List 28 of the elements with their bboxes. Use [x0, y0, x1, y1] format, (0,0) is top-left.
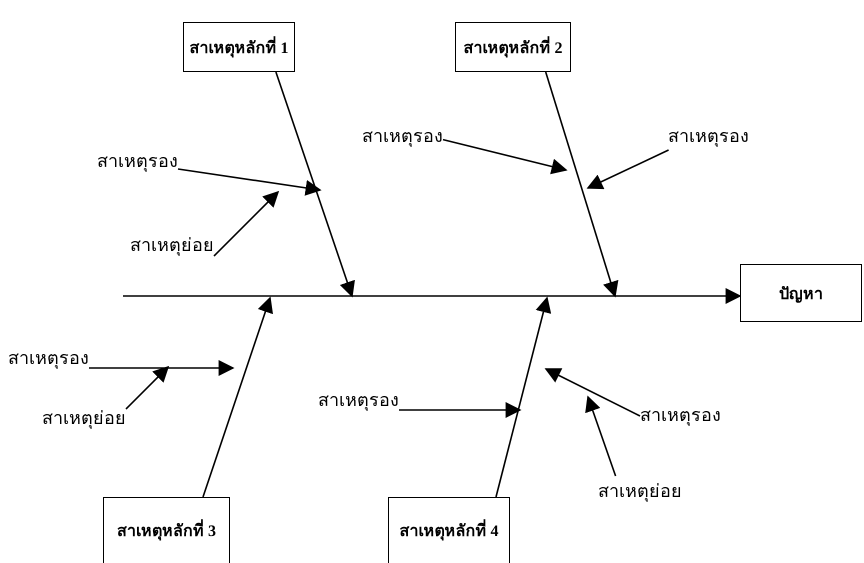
arrow: [585, 396, 616, 476]
main-cause-box: สาเหตุหลักที่ 1: [183, 22, 295, 72]
arrow: [213, 190, 280, 257]
arrow: [275, 72, 355, 298]
arrow: [442, 138, 568, 174]
arrow: [586, 149, 669, 190]
cause-label: สาเหตุย่อย: [130, 230, 214, 259]
cause-label: สาเหตุย่อย: [42, 403, 126, 432]
cause-label: สาเหตุรอง: [318, 385, 399, 414]
arrow: [202, 296, 273, 498]
main-cause-box: สาเหตุหลักที่ 4: [388, 497, 510, 563]
cause-label: สาเหตุรอง: [640, 400, 721, 429]
main-cause-box: สาเหตุหลักที่ 2: [455, 22, 571, 72]
arrow: [544, 72, 618, 298]
arrow: [544, 368, 640, 417]
cause-label: สาเหตุรอง: [8, 343, 89, 372]
arrow: [495, 296, 552, 498]
cause-label: สาเหตุย่อย: [598, 476, 682, 505]
problem-box: ปัญหา: [740, 264, 862, 322]
cause-label: สาเหตุรอง: [362, 121, 443, 150]
cause-label: สาเหตุรอง: [97, 146, 178, 175]
arrow: [125, 366, 170, 410]
cause-label: สาเหตุรอง: [668, 121, 749, 150]
spine-arrow: [123, 288, 742, 304]
main-cause-box: สาเหตุหลักที่ 3: [103, 497, 230, 563]
arrow: [399, 402, 522, 418]
arrow: [89, 360, 235, 376]
arrow: [178, 168, 322, 196]
